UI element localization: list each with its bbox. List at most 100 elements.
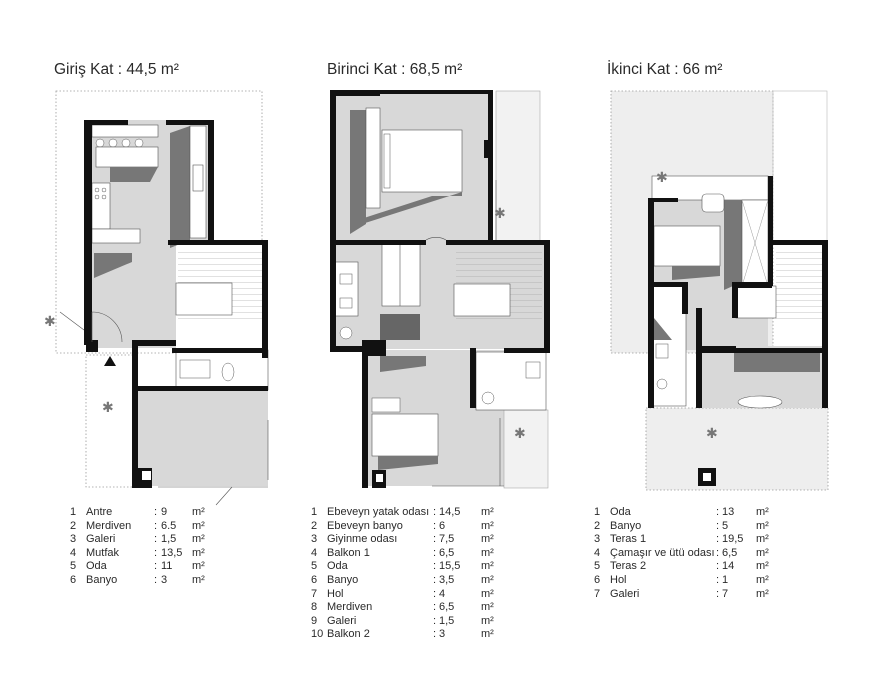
legend-separator: : xyxy=(433,506,437,518)
legend-unit: m² xyxy=(756,573,769,586)
legend-number: 2 xyxy=(311,519,318,532)
legend-room-name: Merdiven xyxy=(327,601,373,614)
legend-number: 2 xyxy=(594,519,601,532)
legend-number: 4 xyxy=(594,546,601,559)
legend-unit: m² xyxy=(192,533,205,546)
legend-room-name: Banyo xyxy=(327,573,359,586)
legend-number: 10 xyxy=(311,628,324,641)
legend-number: 4 xyxy=(70,546,77,559)
legend-unit: m² xyxy=(192,546,205,559)
legend-separator: : xyxy=(716,533,720,546)
legend-separator: : xyxy=(716,560,720,573)
legend-room-name: Ebeveyn banyo xyxy=(327,519,403,532)
legend-area-value: 15,5 xyxy=(439,560,461,573)
svg-text:✱: ✱ xyxy=(514,426,526,442)
legend-separator: : xyxy=(433,546,437,559)
legend-number: 1 xyxy=(311,506,318,518)
legend-area-value: 13 xyxy=(722,506,735,518)
legend-area-value: 9 xyxy=(161,506,168,518)
legend-room-name: Teras 1 xyxy=(610,533,647,546)
legend-separator: : xyxy=(154,573,158,586)
legend-unit: m² xyxy=(481,533,494,546)
second-floor-plan: ✱ ✱ xyxy=(610,90,829,491)
legend-unit: m² xyxy=(481,560,494,573)
legend-area-value: 1 xyxy=(722,573,729,586)
legend-area-value: 6,5 xyxy=(439,601,455,614)
legend-number: 7 xyxy=(594,587,601,600)
legend-number: 7 xyxy=(311,587,318,600)
legend-number: 5 xyxy=(311,560,318,573)
legend-separator: : xyxy=(716,519,720,532)
legend-number: 6 xyxy=(70,573,77,586)
legend-room-name: Hol xyxy=(327,587,344,600)
legend-separator: : xyxy=(716,573,720,586)
legend-room-name: Balkon 1 xyxy=(327,546,370,559)
legend-unit: m² xyxy=(756,587,769,600)
legend-unit: m² xyxy=(756,546,769,559)
svg-text:✱: ✱ xyxy=(102,400,114,416)
legend-room-name: Galeri xyxy=(86,533,116,546)
legend-number: 4 xyxy=(311,546,318,559)
legend-area-value: 3,5 xyxy=(439,573,455,586)
legend-unit: m² xyxy=(481,573,494,586)
legend-separator: : xyxy=(433,519,437,532)
legend-number: 8 xyxy=(311,601,318,614)
legend-area-value: 1,5 xyxy=(161,533,177,546)
floor-title-first: Birinci Kat : 68,5 m² xyxy=(327,61,463,78)
legend-separator: : xyxy=(154,519,158,532)
legend-separator: : xyxy=(433,587,437,600)
legend-unit: m² xyxy=(481,614,494,627)
legend-number: 3 xyxy=(70,533,77,546)
legend-room-name: Hol xyxy=(610,573,627,586)
legend-separator: : xyxy=(154,533,158,546)
floor-title-ground: Giriş Kat : 44,5 m² xyxy=(54,61,179,78)
legend-number: 6 xyxy=(311,573,318,586)
svg-text:✱: ✱ xyxy=(44,314,56,330)
legend-room-name: Oda xyxy=(86,560,107,573)
legend-unit: m² xyxy=(481,546,494,559)
legend-separator: : xyxy=(716,506,720,518)
legend-number: 3 xyxy=(311,533,318,546)
legend-area-value: 14,5 xyxy=(439,506,461,518)
legend-unit: m² xyxy=(481,587,494,600)
legend-unit: m² xyxy=(192,573,205,586)
legend-room-name: Merdiven xyxy=(86,519,132,532)
legend-area-value: 11 xyxy=(161,560,173,573)
legend-separator: : xyxy=(433,573,437,586)
legend-area-value: 5 xyxy=(722,519,729,532)
legend-number: 6 xyxy=(594,573,601,586)
legend-area-value: 13,5 xyxy=(161,546,183,559)
legend-area-value: 7,5 xyxy=(439,533,455,546)
legend-area-value: 6.5 xyxy=(161,519,177,532)
legend-separator: : xyxy=(154,506,158,518)
legend-room-name: Galeri xyxy=(327,614,357,627)
legend-separator: : xyxy=(154,560,158,573)
legend-unit: m² xyxy=(481,628,494,641)
legend-room-name: Galeri xyxy=(610,587,640,600)
svg-text:✱: ✱ xyxy=(494,206,506,222)
legend-room-name: Banyo xyxy=(610,519,642,532)
legend-separator: : xyxy=(433,533,437,546)
ground-floor-plan: ✱ ✱ xyxy=(44,90,269,506)
svg-text:✱: ✱ xyxy=(706,426,718,442)
legend-room-name: Teras 2 xyxy=(610,560,647,573)
legend-area-value: 1,5 xyxy=(439,614,455,627)
legend-unit: m² xyxy=(192,519,205,532)
legend-number: 5 xyxy=(70,560,77,573)
legend-unit: m² xyxy=(756,519,769,532)
legend-area-value: 6,5 xyxy=(439,546,455,559)
legend-number: 2 xyxy=(70,519,77,532)
legend-number: 3 xyxy=(594,533,601,546)
legend-separator: : xyxy=(716,546,720,559)
legend-area-value: 6 xyxy=(439,519,446,532)
legend-unit: m² xyxy=(756,533,769,546)
legend-room-name: Antre xyxy=(86,506,113,518)
legend-unit: m² xyxy=(756,560,769,573)
floor-title-second: İkinci Kat : 66 m² xyxy=(607,61,723,78)
legend-number: 5 xyxy=(594,560,601,573)
legend-room-name: Giyinme odası xyxy=(327,533,398,546)
legend-room-name: Çamaşır ve ütü odası xyxy=(610,546,715,559)
legend-separator: : xyxy=(154,546,158,559)
legend-number: 9 xyxy=(311,614,318,627)
